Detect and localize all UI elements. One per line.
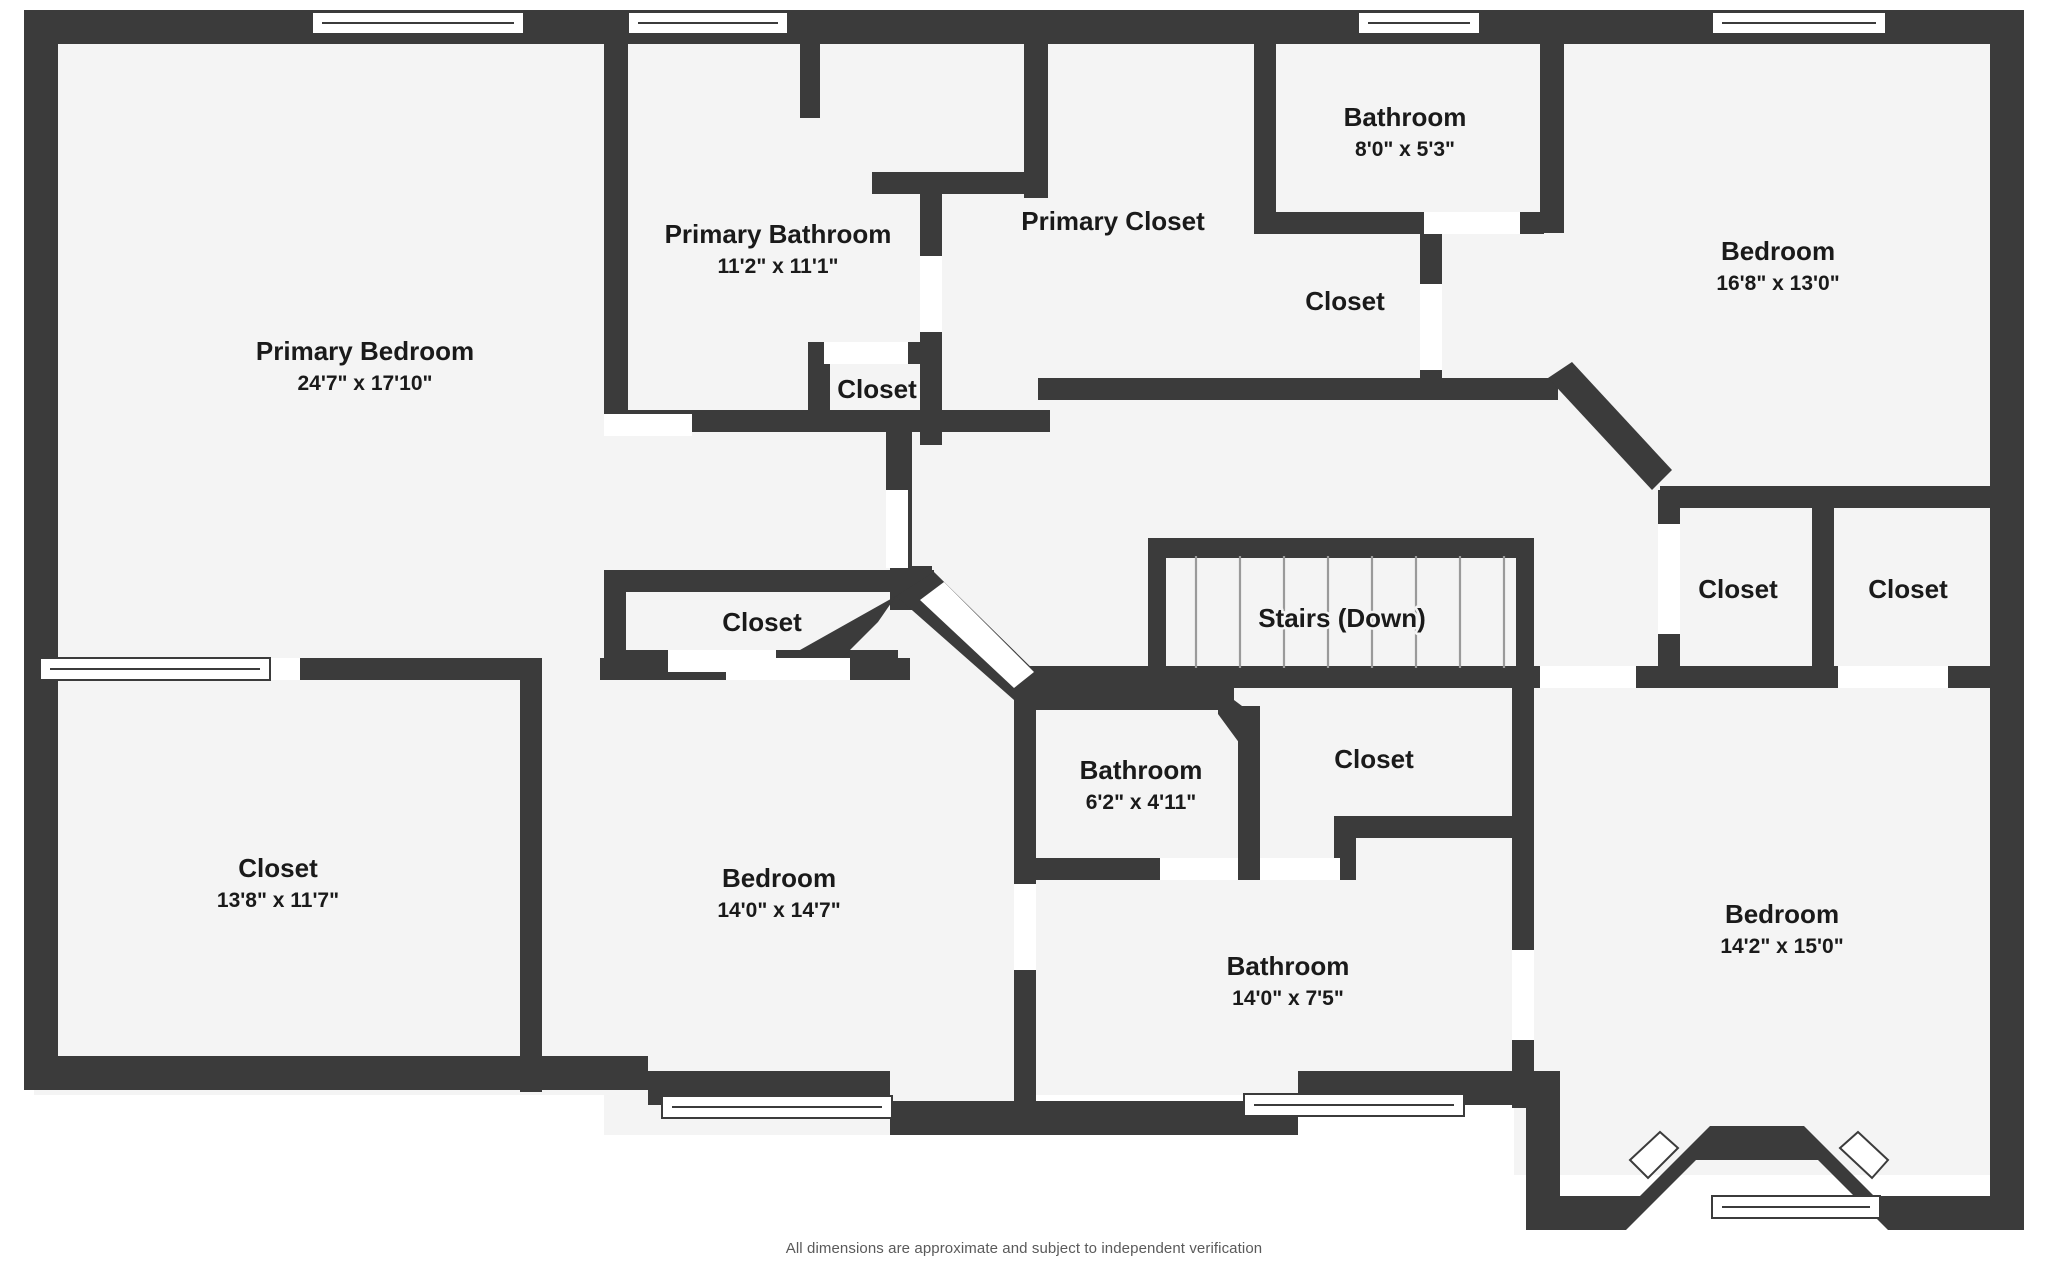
room-name: Stairs (Down): [1258, 603, 1426, 633]
room-name: Closet: [837, 374, 917, 404]
room-label-bedroom-lower-right: Bedroom 14'2" x 15'0": [1718, 897, 1846, 961]
room-dimensions: 6'2" x 4'11": [1086, 791, 1197, 814]
room-label-bathroom-lower: Bathroom 14'0" x 7'5": [1224, 949, 1352, 1013]
room-label-primary-bathroom: Primary Bathroom 11'2" x 11'1": [662, 217, 894, 281]
room-name: Primary Closet: [1021, 206, 1205, 236]
room-dimensions: 14'0" x 7'5": [1232, 987, 1344, 1010]
room-name: Bedroom: [722, 863, 836, 893]
door-openings: [198, 212, 1948, 1040]
room-label-bathroom-upper: Bathroom 8'0" x 5'3": [1341, 100, 1469, 164]
room-name: Bathroom: [1080, 755, 1203, 785]
room-name: Closet: [1698, 574, 1778, 604]
room-label-closet-right-b: Closet: [1866, 572, 1951, 607]
room-label-closet-lower-mid: Closet: [1332, 742, 1417, 777]
room-name: Bathroom: [1344, 102, 1467, 132]
windows: [39, 11, 1890, 1219]
disclaimer-text: All dimensions are approximate and subje…: [785, 1240, 1263, 1257]
room-dimensions: 14'0" x 14'7": [717, 899, 840, 922]
room-name: Closet: [1305, 286, 1385, 316]
room-name: Closet: [1868, 574, 1948, 604]
room-name: Bedroom: [1721, 236, 1835, 266]
room-label-stairs: Stairs (Down): [1256, 601, 1429, 636]
room-label-bedroom-lower-mid: Bedroom 14'0" x 14'7": [715, 861, 843, 925]
room-label-closet-lower-left: Closet 13'8" x 11'7": [214, 851, 341, 915]
room-labels: Primary Bedroom 24'7" x 17'10" Primary B…: [214, 100, 1951, 1013]
room-dimensions: 14'2" x 15'0": [1720, 935, 1843, 958]
room-label-closet-center-small: Closet: [835, 372, 920, 407]
room-name: Closet: [722, 607, 802, 637]
room-label-closet-hall: Closet: [720, 605, 805, 640]
room-label-closet-upper-mid: Closet: [1303, 284, 1388, 319]
room-label-primary-bedroom: Primary Bedroom 24'7" x 17'10": [253, 334, 476, 398]
room-name: Primary Bedroom: [256, 336, 474, 366]
room-name: Closet: [238, 853, 318, 883]
room-dimensions: 16'8" x 13'0": [1716, 272, 1839, 295]
room-label-bathroom-small: Bathroom 6'2" x 4'11": [1077, 753, 1205, 817]
room-label-primary-closet: Primary Closet: [1019, 204, 1208, 239]
room-name: Bathroom: [1227, 951, 1350, 981]
room-name: Closet: [1334, 744, 1414, 774]
room-name: Bedroom: [1725, 899, 1839, 929]
room-dimensions: 8'0" x 5'3": [1355, 138, 1455, 161]
room-label-bedroom-upper-right: Bedroom 16'8" x 13'0": [1714, 234, 1842, 298]
room-dimensions: 11'2" x 11'1": [717, 255, 838, 278]
room-fills: [34, 20, 2014, 1175]
room-dimensions: 13'8" x 11'7": [217, 889, 339, 912]
room-label-closet-right-a: Closet: [1696, 572, 1781, 607]
room-dimensions: 24'7" x 17'10": [297, 372, 432, 395]
room-name: Primary Bathroom: [665, 219, 892, 249]
stair-treads: [1194, 556, 1506, 668]
